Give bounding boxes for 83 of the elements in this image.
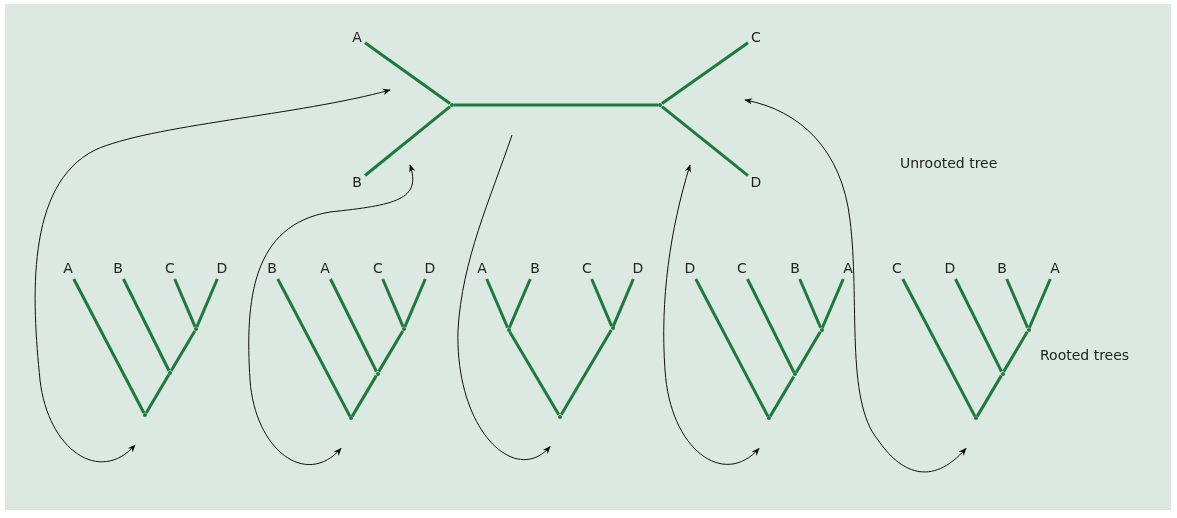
tree-branch bbox=[377, 330, 405, 373]
curved-arrow bbox=[663, 164, 760, 465]
branch-junction bbox=[1000, 371, 1005, 376]
branch-junction bbox=[658, 103, 662, 107]
taxon-label: A bbox=[60, 257, 76, 279]
taxon-label: A bbox=[474, 257, 490, 279]
taxon-label: B bbox=[349, 171, 365, 193]
branch-junction bbox=[558, 414, 562, 419]
branch-junction bbox=[349, 416, 353, 421]
branch-junction bbox=[610, 326, 615, 331]
tree-branch bbox=[381, 278, 405, 328]
tree-branch bbox=[794, 330, 822, 374]
tree-caption: Rooted trees bbox=[1040, 347, 1130, 363]
tree-branch bbox=[821, 278, 845, 329]
branch-junction bbox=[375, 371, 380, 376]
tree-branch bbox=[559, 329, 613, 416]
tree-branch bbox=[72, 278, 146, 414]
taxon-label: B bbox=[264, 257, 280, 279]
taxon-label: A bbox=[840, 257, 856, 279]
taxon-label: A bbox=[349, 26, 365, 48]
tree-branch bbox=[954, 278, 1003, 373]
tree-branch bbox=[195, 278, 219, 328]
tree-branch bbox=[798, 278, 822, 329]
tree-branch bbox=[403, 278, 427, 328]
tree-branch bbox=[1005, 278, 1029, 329]
branch-junction bbox=[793, 372, 797, 377]
taxon-label: B bbox=[110, 257, 126, 279]
branch-junction bbox=[819, 327, 824, 332]
taxon-label: D bbox=[630, 257, 646, 279]
tree-branch bbox=[901, 278, 977, 418]
tree-branch bbox=[169, 330, 197, 372]
tree-branch bbox=[975, 374, 1003, 418]
curved-arrow bbox=[457, 134, 551, 460]
tree-branch bbox=[746, 278, 796, 374]
branch-junction bbox=[1026, 327, 1031, 332]
taxon-label: C bbox=[748, 26, 764, 48]
tree-branch bbox=[694, 278, 770, 418]
branch-junction bbox=[450, 103, 454, 107]
taxon-label: D bbox=[214, 257, 230, 279]
taxon-label: D bbox=[422, 257, 438, 279]
tree-branch bbox=[661, 41, 749, 105]
tree-branch bbox=[364, 105, 451, 177]
tree-branch bbox=[173, 278, 197, 328]
taxon-label: D bbox=[942, 257, 958, 279]
taxon-label: C bbox=[579, 257, 595, 279]
branch-junction bbox=[767, 416, 771, 421]
tree-branch bbox=[661, 105, 749, 177]
taxon-label: C bbox=[889, 257, 905, 279]
branch-junction bbox=[143, 413, 147, 417]
branch-junction bbox=[194, 326, 198, 331]
tree-branch bbox=[611, 278, 635, 327]
taxon-label: B bbox=[994, 257, 1010, 279]
curved-arrow bbox=[744, 98, 967, 473]
branch-junction bbox=[168, 370, 172, 375]
branch-junction bbox=[506, 327, 511, 332]
tree-branch bbox=[276, 278, 352, 418]
tree-branch bbox=[508, 330, 561, 416]
taxon-label: C bbox=[734, 257, 750, 279]
taxon-label: A bbox=[317, 257, 333, 279]
taxon-label: C bbox=[370, 257, 386, 279]
taxon-label: D bbox=[682, 257, 698, 279]
tree-branch bbox=[364, 41, 451, 105]
taxon-label: C bbox=[162, 257, 178, 279]
taxon-label: B bbox=[787, 257, 803, 279]
curved-arrow bbox=[248, 164, 415, 465]
tree-branch bbox=[768, 375, 796, 418]
tree-branch bbox=[590, 278, 614, 327]
tree-branch bbox=[1002, 330, 1029, 373]
tree-branch bbox=[329, 278, 378, 373]
curved-arrow bbox=[34, 88, 391, 463]
tree-caption: Unrooted tree bbox=[900, 155, 998, 171]
taxon-label: A bbox=[1047, 257, 1063, 279]
tree-branch bbox=[350, 374, 378, 418]
tree-branch bbox=[485, 278, 509, 329]
tree-branch bbox=[144, 374, 171, 414]
tree-branch bbox=[508, 278, 532, 329]
tree-branch bbox=[122, 278, 171, 372]
tree-branch bbox=[454, 103, 658, 107]
branch-junction bbox=[974, 416, 978, 421]
tree-branch bbox=[1028, 278, 1052, 329]
branch-junction bbox=[402, 326, 406, 331]
taxon-label: D bbox=[748, 171, 764, 193]
taxon-label: B bbox=[527, 257, 543, 279]
